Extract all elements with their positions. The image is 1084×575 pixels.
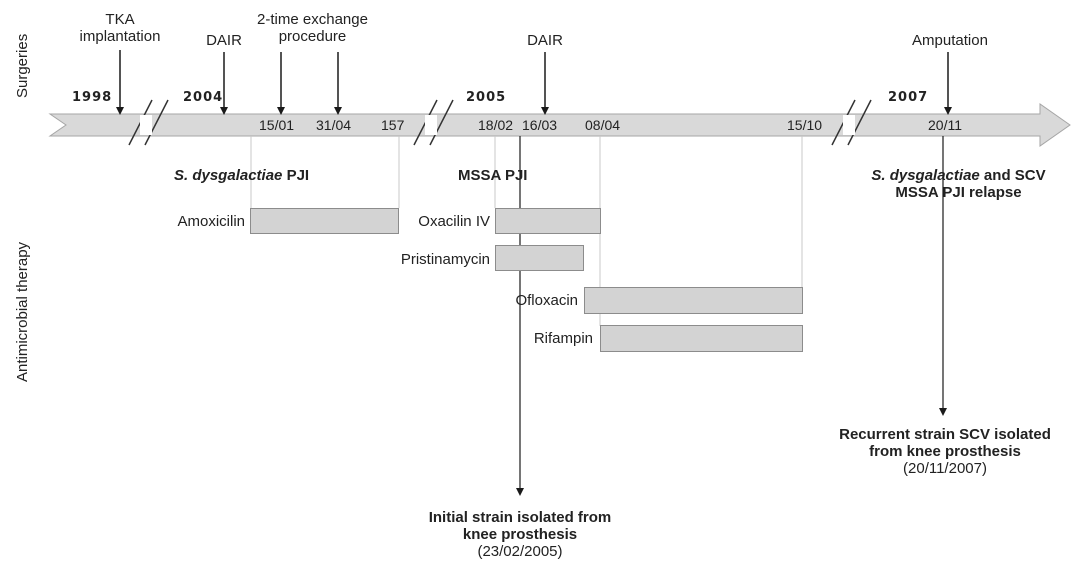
date-15-10: 15/10: [787, 117, 823, 133]
initial-note-line1: Initial strain isolated from: [428, 509, 612, 526]
timeline-arrow: [48, 103, 1071, 147]
drug-label-oxacilin: Oxacilin IV: [418, 213, 490, 230]
date-16-03: 16/03: [522, 117, 558, 133]
tka-label-line2: implantation: [79, 28, 161, 45]
date-15-01: 15/01: [259, 117, 295, 133]
tka-label-line1: TKA: [105, 11, 135, 28]
recurrent-note-line1: Recurrent strain SCV isolated: [839, 426, 1051, 443]
drug-label-amoxicilin: Amoxicilin: [177, 213, 245, 230]
relapse-label-line2: MSSA PJI relapse: [895, 184, 1022, 201]
bar-oxacilin: [495, 208, 601, 234]
surgeries-side-label: Surgeries: [14, 33, 31, 98]
bar-rifampin: [600, 325, 803, 352]
drug-label-pristinamycin: Pristinamycin: [400, 251, 490, 268]
sdys-pji-label: S. dysgalactiae PJI: [174, 167, 309, 184]
year-2004: 2004: [183, 90, 224, 105]
sdys-pji-suffix: PJI: [282, 167, 310, 184]
bar-ofloxacin: [584, 287, 803, 314]
drug-label-rifampin: Rifampin: [533, 330, 593, 347]
dair2-label: DAIR: [527, 32, 563, 49]
recurrent-note-line2: from knee prosthesis: [869, 443, 1021, 460]
date-20-11: 20/11: [928, 117, 962, 133]
sdys-pji-italic: S. dysgalactiae: [174, 167, 283, 184]
initial-note-line2: knee prosthesis: [462, 526, 578, 543]
date-08-04: 08/04: [585, 117, 621, 133]
initial-strain-note: Initial strain isolated from knee prosth…: [395, 509, 645, 560]
bar-amoxicilin: [250, 208, 399, 234]
exchange-label-line2: procedure: [278, 28, 347, 45]
amputation-label: Amputation: [912, 32, 988, 49]
tka-label: TKA implantation: [70, 11, 170, 45]
relapse-label: S. dysgalactiae and SCV MSSA PJI relapse: [856, 167, 1061, 201]
year-2007: 2007: [888, 90, 929, 105]
exchange-label-line1: 2-time exchange: [257, 11, 368, 28]
drug-label-ofloxacin: Ofloxacin: [515, 292, 578, 309]
date-31-04: 31/04: [316, 117, 352, 133]
date-18-02: 18/02: [478, 117, 514, 133]
relapse-italic: S. dysgalactiae: [871, 167, 980, 184]
exchange-label: 2-time exchange procedure: [245, 11, 380, 45]
year-1998: 1998: [72, 90, 113, 105]
initial-note-line3: (23/02/2005): [477, 543, 563, 560]
year-2005: 2005: [466, 90, 507, 105]
relapse-label-line1: S. dysgalactiae and SCV: [856, 167, 1061, 184]
recurrent-strain-note: Recurrent strain SCV isolated from knee …: [820, 426, 1070, 477]
recurrent-note-line3: (20/11/2007): [903, 460, 987, 477]
bar-pristinamycin: [495, 245, 584, 271]
dair1-label: DAIR: [206, 32, 242, 49]
relapse-rest: and SCV: [979, 167, 1046, 184]
date-157: 157: [381, 117, 405, 133]
antimicrobial-side-label: Antimicrobial therapy: [14, 241, 31, 382]
mssa-pji-label: MSSA PJI: [458, 167, 528, 184]
